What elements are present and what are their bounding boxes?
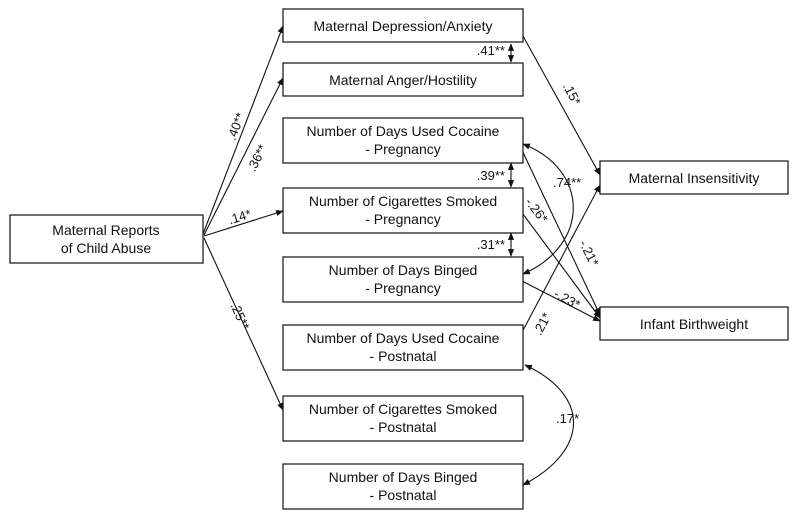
node-label-line: - Postnatal: [370, 487, 437, 503]
node-label-line: Number of Days Binged: [329, 469, 478, 485]
coef-corr-cocaine-binged-preg: .74**: [553, 175, 581, 190]
coef-cocaine-post-insensitivity: .21*: [530, 310, 554, 337]
node-label-line: Number of Cigarettes Smoked: [309, 193, 497, 209]
coef-cigs-preg-birthweight: -.26*: [522, 195, 551, 226]
node-label-line: Number of Days Used Cocaine: [307, 330, 500, 346]
node-label-line: Maternal Insensitivity: [629, 170, 760, 186]
node-label-line: Number of Days Used Cocaine: [307, 123, 500, 139]
node-label-line: Maternal Depression/Anxiety: [314, 18, 493, 34]
path-abuse-cigs-preg: [203, 210, 284, 237]
node-cigarettes-pregnancy: Number of Cigarettes Smoked - Pregnancy: [282, 187, 524, 234]
node-binged-postnatal: Number of Days Binged - Postnatal: [282, 463, 524, 510]
path-cocaine-post-insensitivity: [519, 184, 601, 337]
coef-cocaine-preg-birthweight: -.21*: [576, 237, 602, 268]
coef-binged-preg-birthweight: -.23*: [551, 286, 582, 312]
node-label-line: - Postnatal: [370, 419, 437, 435]
node-label-line: - Pregnancy: [365, 280, 440, 296]
coef-abuse-cigs-post: .25**: [228, 300, 253, 332]
node-infant-birthweight: Infant Birthweight: [599, 306, 789, 341]
node-label-line: Number of Cigarettes Smoked: [309, 401, 497, 417]
path-abuse-anger: [203, 77, 284, 236]
node-label-line: - Postnatal: [370, 348, 437, 364]
node-label-line: Maternal Reports: [52, 222, 159, 238]
path-abuse-depression: [202, 25, 284, 235]
coef-corr-depression-anger: .41**: [477, 43, 505, 58]
path-abuse-cigs-post: [203, 237, 284, 411]
node-label-line: Infant Birthweight: [640, 316, 748, 332]
coef-depression-insensitivity: .15*: [560, 80, 584, 107]
path-binged-preg-birthweight: [519, 279, 601, 322]
path-depression-insensitivity: [522, 35, 601, 176]
coef-corr-cigs-binged-preg: .31**: [477, 237, 505, 252]
node-cocaine-postnatal: Number of Days Used Cocaine - Postnatal: [282, 324, 524, 371]
coef-corr-cocaine-cigs-preg: .39**: [477, 168, 505, 183]
node-cocaine-pregnancy: Number of Days Used Cocaine - Pregnancy: [282, 117, 524, 164]
coef-corr-cocaine-binged-post: .17*: [556, 411, 579, 426]
node-label-line: of Child Abuse: [61, 240, 151, 256]
corr-cocaine-binged-post: [522, 364, 574, 486]
path-cocaine-preg-birthweight: [519, 145, 601, 316]
node-label-line: Number of Days Binged: [329, 262, 478, 278]
node-maternal-insensitivity: Maternal Insensitivity: [599, 160, 789, 195]
node-label-line: - Pregnancy: [365, 141, 440, 157]
path-cigs-preg-birthweight: [519, 209, 601, 319]
coef-abuse-cigs-preg: .14*: [226, 206, 253, 227]
node-binged-pregnancy: Number of Days Binged - Pregnancy: [282, 256, 524, 303]
node-maternal-reports-child-abuse: Maternal Reports of Child Abuse: [9, 214, 204, 264]
corr-cocaine-binged-preg: [522, 143, 574, 275]
node-maternal-anger-hostility: Maternal Anger/Hostility: [282, 62, 524, 97]
node-cigarettes-postnatal: Number of Cigarettes Smoked - Postnatal: [282, 395, 524, 442]
node-maternal-depression-anxiety: Maternal Depression/Anxiety: [282, 8, 524, 43]
node-label-line: Maternal Anger/Hostility: [329, 72, 477, 88]
node-label-line: - Pregnancy: [365, 211, 440, 227]
